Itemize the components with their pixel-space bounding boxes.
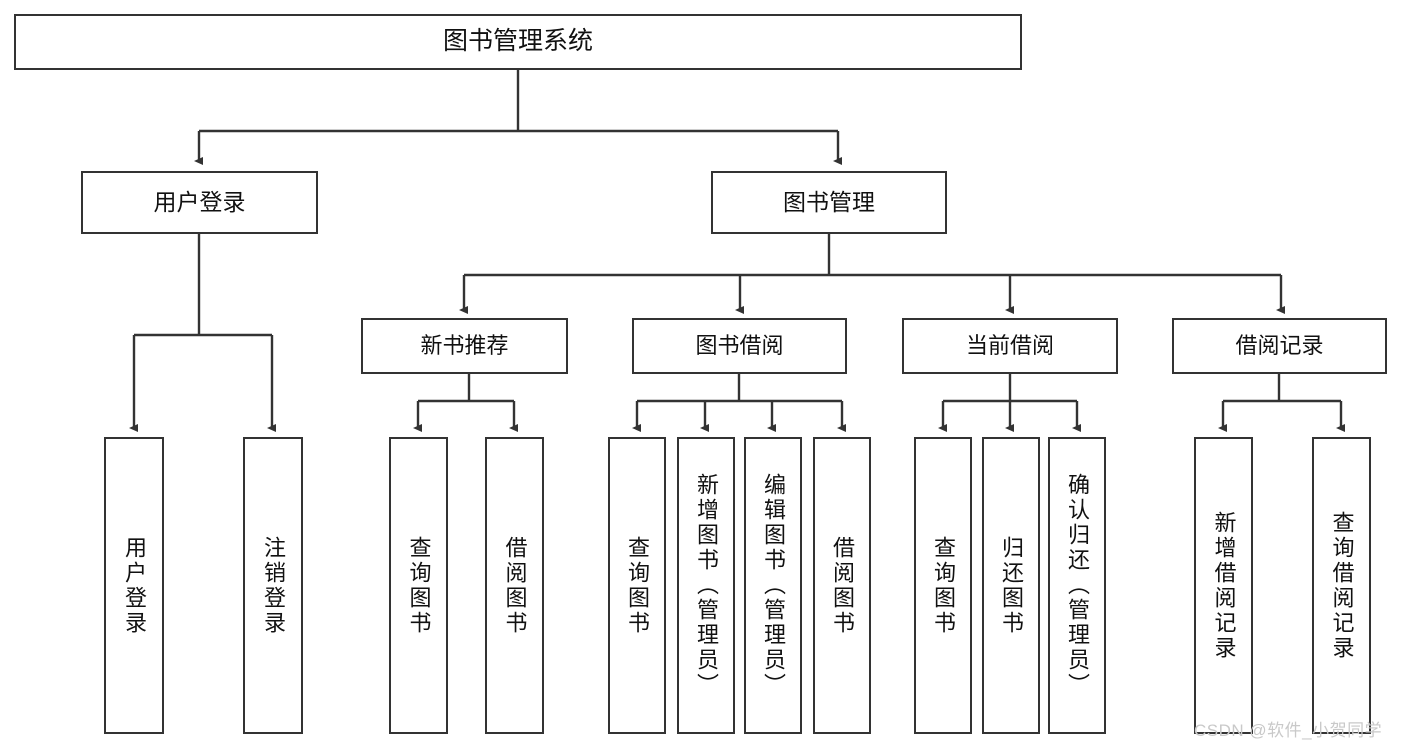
watermark: CSDN @软件_小贺同学 — [1194, 721, 1383, 740]
leaf-records-query-record[interactable]: 查询借阅记录 — [1312, 437, 1371, 734]
leaf-label: 注销登录 — [260, 535, 286, 636]
node-book-borrow-label: 图书借阅 — [695, 333, 784, 359]
node-user-login[interactable]: 用户登录 — [81, 171, 318, 234]
leaf-records-add-record[interactable]: 新增借阅记录 — [1194, 437, 1253, 734]
leaf-borrow-borrow-book[interactable]: 借阅图书 — [813, 437, 871, 734]
leaf-label: 查询图书 — [406, 535, 432, 636]
node-new-book-recommend-label: 新书推荐 — [420, 333, 509, 359]
node-book-borrow[interactable]: 图书借阅 — [632, 318, 847, 374]
leaf-label: 新增图书（管理员） — [693, 473, 719, 698]
node-borrow-records[interactable]: 借阅记录 — [1172, 318, 1387, 374]
leaf-current-return-book[interactable]: 归还图书 — [982, 437, 1040, 734]
node-borrow-records-label: 借阅记录 — [1235, 333, 1324, 359]
leaf-borrow-add-book[interactable]: 新增图书（管理员） — [677, 437, 735, 734]
node-book-management-label: 图书管理 — [783, 188, 875, 215]
leaf-label: 确认归还（管理员） — [1064, 473, 1090, 698]
leaf-new-book-query[interactable]: 查询图书 — [389, 437, 448, 734]
leaf-label: 查询图书 — [930, 535, 956, 636]
leaf-current-query-book[interactable]: 查询图书 — [914, 437, 972, 734]
leaf-borrow-edit-book[interactable]: 编辑图书（管理员） — [744, 437, 802, 734]
node-root[interactable]: 图书管理系统 — [14, 14, 1022, 70]
leaf-user-login-logout[interactable]: 注销登录 — [243, 437, 303, 734]
leaf-label: 用户登录 — [121, 535, 147, 636]
node-current-borrow[interactable]: 当前借阅 — [902, 318, 1118, 374]
node-book-management[interactable]: 图书管理 — [711, 171, 947, 234]
leaf-label: 借阅图书 — [502, 535, 528, 636]
leaf-label: 编辑图书（管理员） — [760, 473, 786, 698]
leaf-label: 查询图书 — [624, 535, 650, 636]
node-current-borrow-label: 当前借阅 — [965, 333, 1054, 359]
leaf-borrow-query-book[interactable]: 查询图书 — [608, 437, 666, 734]
leaf-label: 借阅图书 — [829, 535, 855, 636]
leaf-new-book-borrow[interactable]: 借阅图书 — [485, 437, 544, 734]
node-root-label: 图书管理系统 — [442, 27, 593, 56]
leaf-label: 新增借阅记录 — [1211, 510, 1237, 661]
node-user-login-label: 用户登录 — [153, 188, 246, 215]
leaf-user-login-login[interactable]: 用户登录 — [104, 437, 164, 734]
leaf-label: 查询借阅记录 — [1329, 510, 1355, 661]
node-new-book-recommend[interactable]: 新书推荐 — [361, 318, 568, 374]
leaf-label: 归还图书 — [998, 535, 1024, 636]
leaf-current-confirm-return[interactable]: 确认归还（管理员） — [1048, 437, 1106, 734]
